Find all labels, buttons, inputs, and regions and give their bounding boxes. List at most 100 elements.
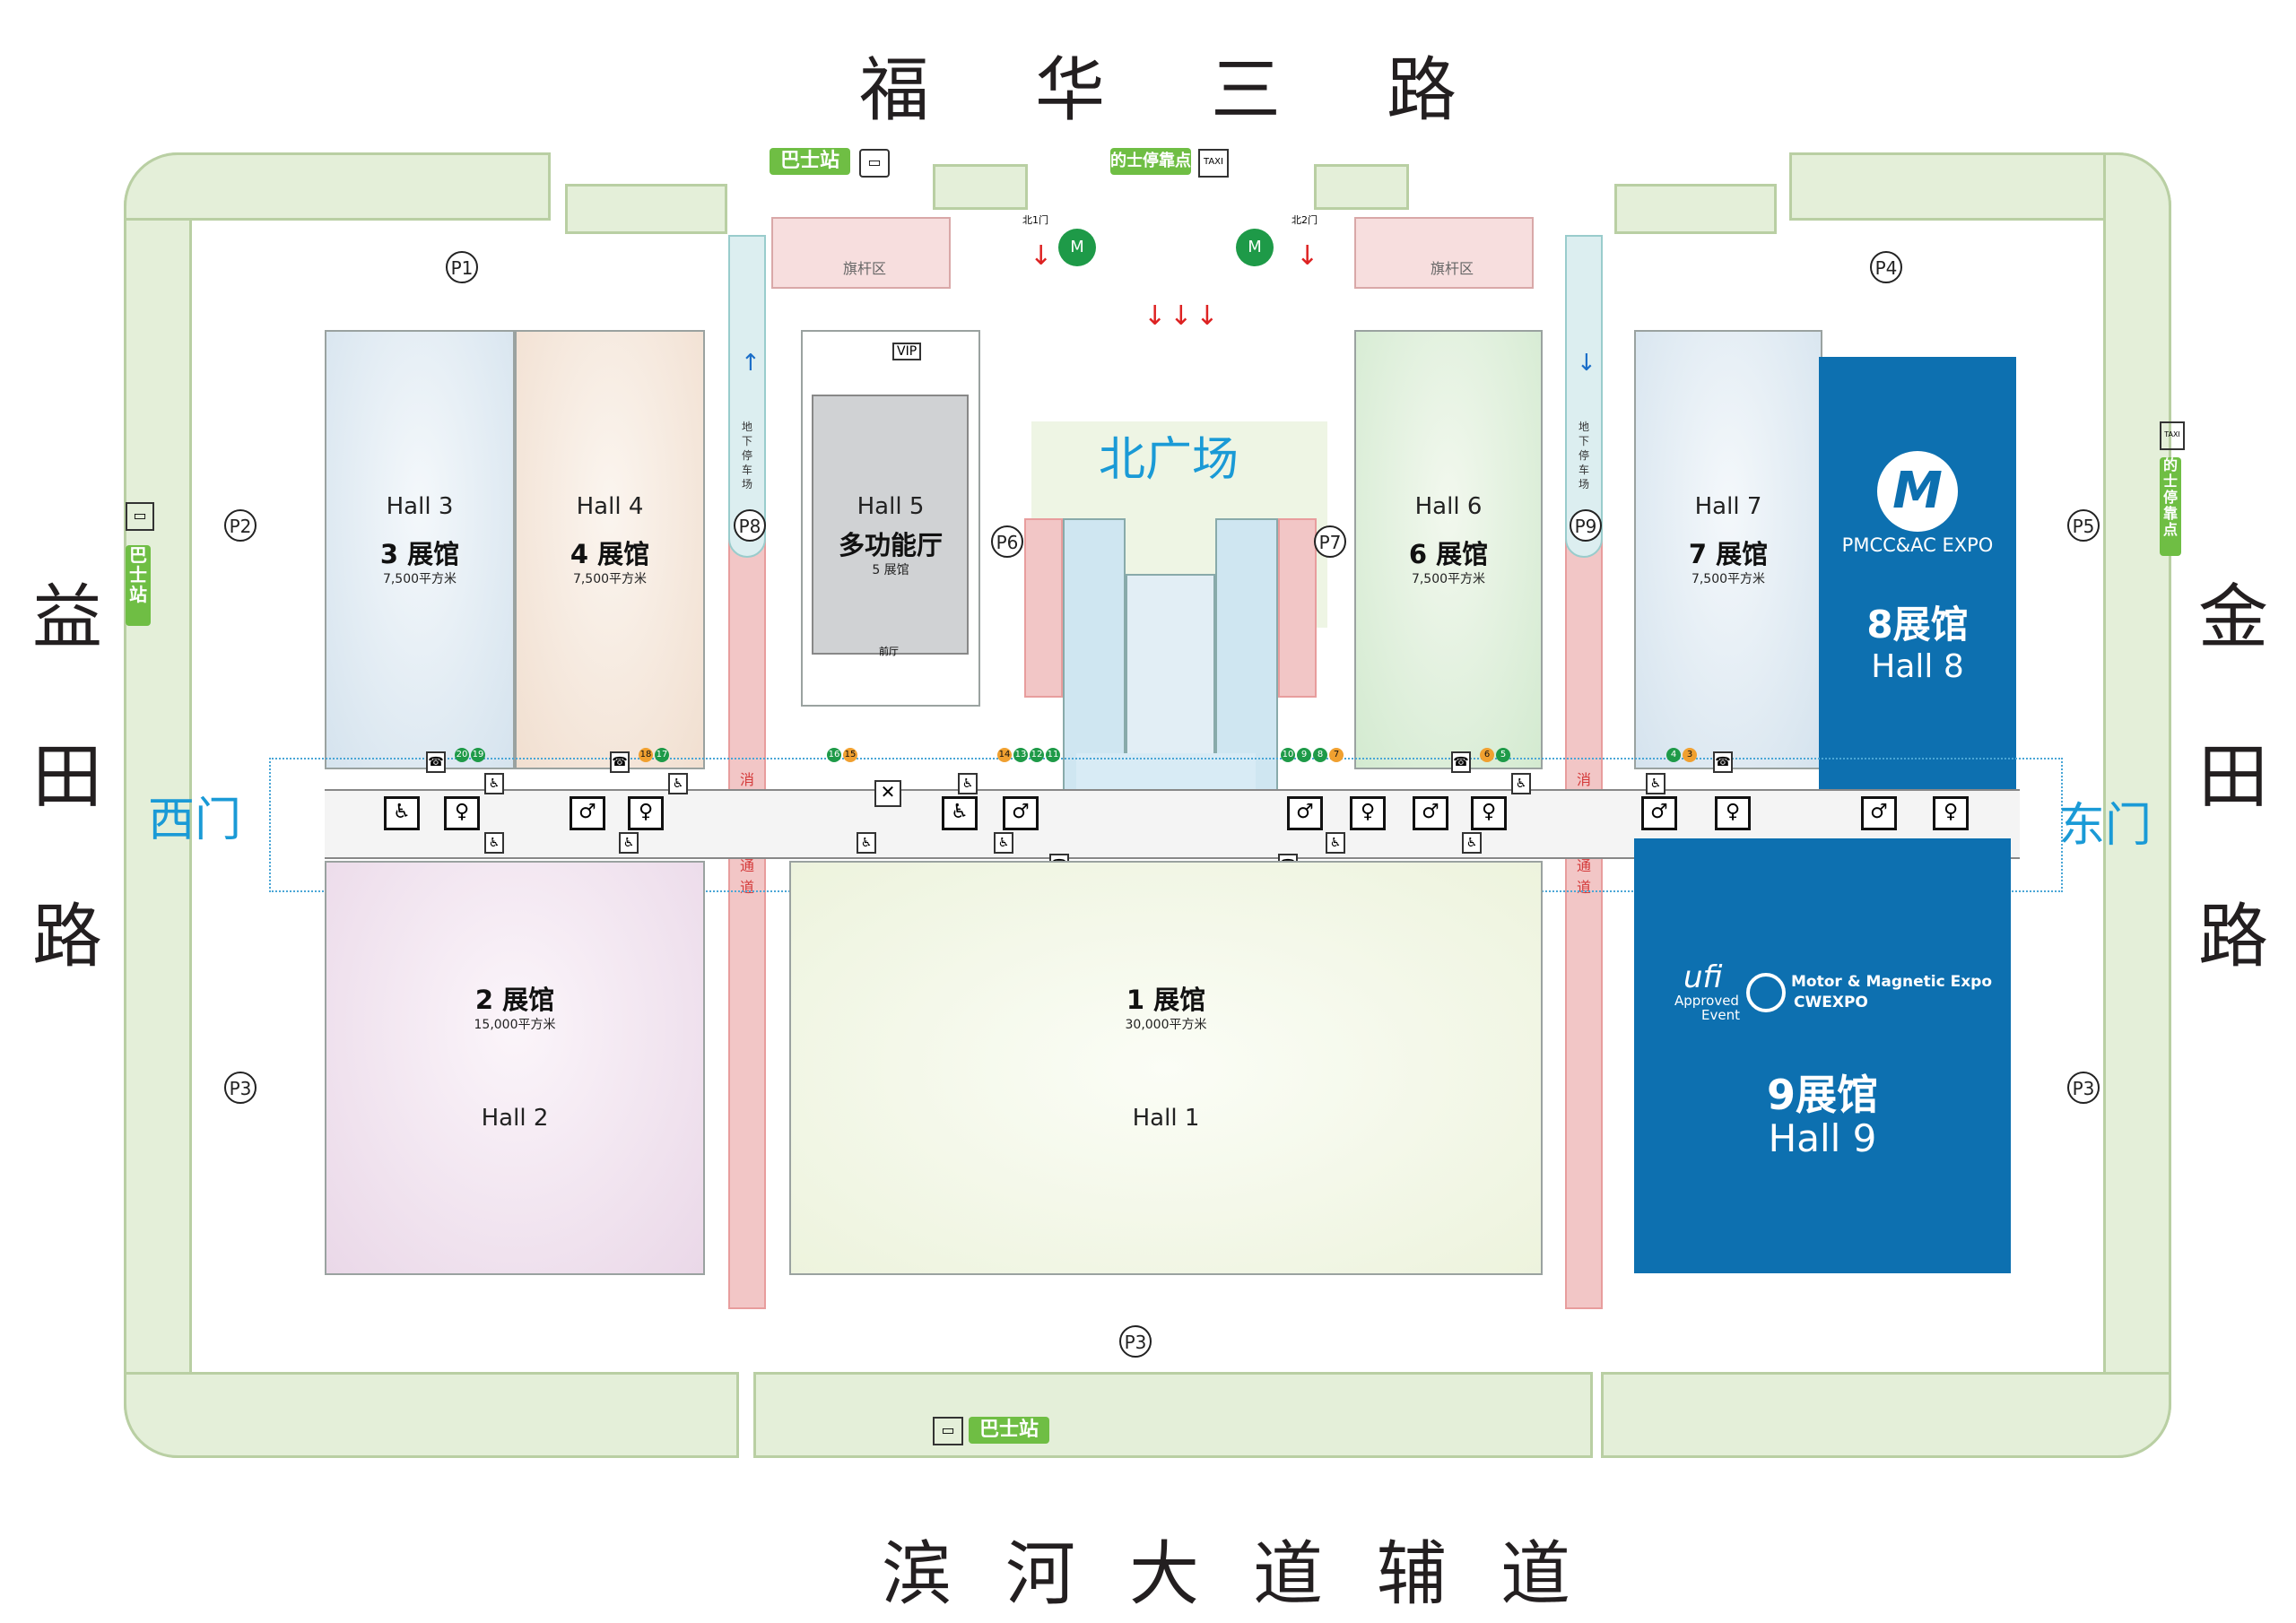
- bus-icon-top: ▭: [859, 149, 890, 178]
- hall-9-brand2: CWEXPO: [1794, 994, 1868, 1011]
- taxi-icon-right: TAXI: [2160, 421, 2185, 450]
- phone-icon: ☎: [426, 751, 446, 773]
- metro-icon-left: M: [1058, 229, 1096, 266]
- door-number: 11: [1046, 748, 1060, 762]
- hall-9[interactable]: ufi Approved Event Motor & Magnetic Expo…: [1634, 838, 2011, 1273]
- bus-stop-bottom: 巴士站: [969, 1417, 1049, 1444]
- phone-icon: ☎: [610, 751, 630, 773]
- ufi-logo: ufi: [1683, 959, 1723, 995]
- restroom-icon: ♂: [1861, 796, 1897, 830]
- central-atrium-red-left: [1024, 518, 1063, 698]
- hall-6-area: 7,500平方米: [1411, 572, 1486, 586]
- parking-icon: P9: [1570, 509, 1602, 542]
- wheelchair-icon: ♿: [668, 773, 688, 794]
- door-number: 19: [471, 748, 485, 762]
- lane-char: 靠: [2162, 505, 2178, 522]
- door-number: 16: [827, 748, 841, 762]
- hall-2-area: 15,000平方米: [474, 1018, 556, 1032]
- wheelchair-icon: ♿: [1646, 773, 1665, 794]
- door-number: 13: [1013, 748, 1028, 762]
- door-number: 18: [639, 748, 653, 762]
- hall-8[interactable]: M PMCC&AC EXPO 8展馆 Hall 8: [1819, 357, 2016, 789]
- wheelchair-icon: ♿: [1326, 832, 1345, 854]
- hall-2-en: Hall 2: [481, 1105, 549, 1132]
- hall-4-area: 7,500平方米: [572, 572, 648, 586]
- lane-char: 地: [1578, 421, 1589, 433]
- lane-char: 通: [739, 857, 754, 874]
- road-char: 路: [31, 897, 102, 977]
- hall-8-en: Hall 8: [1871, 648, 1964, 685]
- wheelchair-icon: ♿: [994, 832, 1013, 854]
- bus-icon-bottom: ▭: [933, 1417, 963, 1445]
- hall-6-en: Hall 6: [1414, 493, 1483, 520]
- arrow-down-icon: ↓: [1577, 350, 1596, 377]
- hall-5-lobby: 前厅: [879, 646, 899, 657]
- hall-1-en: Hall 1: [1132, 1105, 1200, 1132]
- hall-5[interactable]: Hall 5 多功能厅 5 展馆 VIP 前厅: [801, 330, 980, 707]
- phone-icon: ☎: [1451, 751, 1471, 773]
- lane-char: 士: [2162, 473, 2178, 490]
- lane-char: 场: [741, 478, 752, 490]
- hall-8-cn: 8展馆: [1866, 603, 1969, 647]
- door-number: 17: [655, 748, 669, 762]
- cwexpo-logo-icon: [1746, 973, 1786, 1012]
- north-exit-right-label: 北2门: [1292, 214, 1318, 226]
- door-number: 15: [843, 748, 857, 762]
- door-number: 9: [1297, 748, 1311, 762]
- door-number: 4: [1666, 748, 1681, 762]
- bus-icon-left: ▭: [126, 502, 154, 531]
- hall-4[interactable]: Hall 4 4 展馆 7,500平方米: [515, 330, 705, 769]
- wheelchair-icon: ♿: [958, 773, 978, 794]
- wheelchair-icon: ♿: [484, 773, 504, 794]
- phone-icon: ☎: [1713, 751, 1733, 773]
- underground-parking-left: [728, 235, 766, 558]
- arrow-up-icon: ↑: [741, 350, 761, 377]
- hall-7[interactable]: Hall 7 7 展馆 7,500平方米: [1634, 330, 1822, 769]
- lane-char: 通: [1576, 857, 1591, 874]
- hall-3-area: 7,500平方米: [382, 572, 457, 586]
- lane-char: 的: [2162, 456, 2178, 473]
- road-north: 福华三路: [859, 50, 1563, 131]
- hall-1-area: 30,000平方米: [1125, 1018, 1207, 1032]
- green-belt-north-mid-left: [933, 164, 1028, 210]
- wheelchair-icon: ♿: [1462, 832, 1482, 854]
- restroom-icon: ♿: [384, 796, 420, 830]
- ufi-event: Event: [1701, 1007, 1740, 1023]
- green-belt-west: [124, 152, 192, 1458]
- hall-5-en: Hall 5: [857, 493, 925, 520]
- hall-3[interactable]: Hall 3 3 展馆 7,500平方米: [325, 330, 515, 769]
- restroom-icon: ♀: [1471, 796, 1507, 830]
- flag-area-right: [1354, 217, 1534, 289]
- hall-6[interactable]: Hall 6 6 展馆 7,500平方米: [1354, 330, 1543, 769]
- door-number: 14: [997, 748, 1012, 762]
- entrance-arrow-right: ↓: [1296, 240, 1319, 272]
- ufi-approved: Approved: [1674, 993, 1739, 1009]
- hall-4-en: Hall 4: [576, 493, 644, 520]
- central-atrium-red-right: [1278, 518, 1317, 698]
- door-number: 7: [1329, 748, 1344, 762]
- restroom-icon: ♂: [1287, 796, 1323, 830]
- road-char: 田: [31, 737, 102, 818]
- lane-char: 地: [741, 421, 752, 433]
- underground-left-text: 地下停车场: [739, 420, 755, 491]
- hall-7-cn: 7 展馆: [1688, 539, 1769, 569]
- pmcc-logo-icon: M: [1877, 451, 1958, 532]
- parking-icon: P8: [734, 509, 766, 542]
- hall-1[interactable]: 1 展馆 30,000平方米 Hall 1: [789, 861, 1543, 1275]
- hall-3-en: Hall 3: [386, 493, 454, 520]
- parking-icon: P3: [224, 1072, 257, 1104]
- green-belt-south-left: [124, 1372, 739, 1458]
- hall-2[interactable]: 2 展馆 15,000平方米 Hall 2: [325, 861, 705, 1275]
- restroom-icon: ♂: [570, 796, 605, 830]
- wheelchair-icon: ♿: [1511, 773, 1531, 794]
- west-gate-label: 西门: [148, 794, 242, 847]
- restroom-icon: ♀: [444, 796, 480, 830]
- wheelchair-icon: ♿: [857, 832, 876, 854]
- lane-char: 点: [2162, 521, 2178, 538]
- entrance-arrows: ↓↓↓: [1144, 300, 1222, 332]
- lane-char: 站: [129, 584, 147, 605]
- door-number: 8: [1313, 748, 1327, 762]
- underground-right-text: 地下停车场: [1576, 420, 1592, 491]
- restroom-icon: ♀: [628, 796, 664, 830]
- taxi-stop-top: 的士停靠点: [1110, 148, 1191, 175]
